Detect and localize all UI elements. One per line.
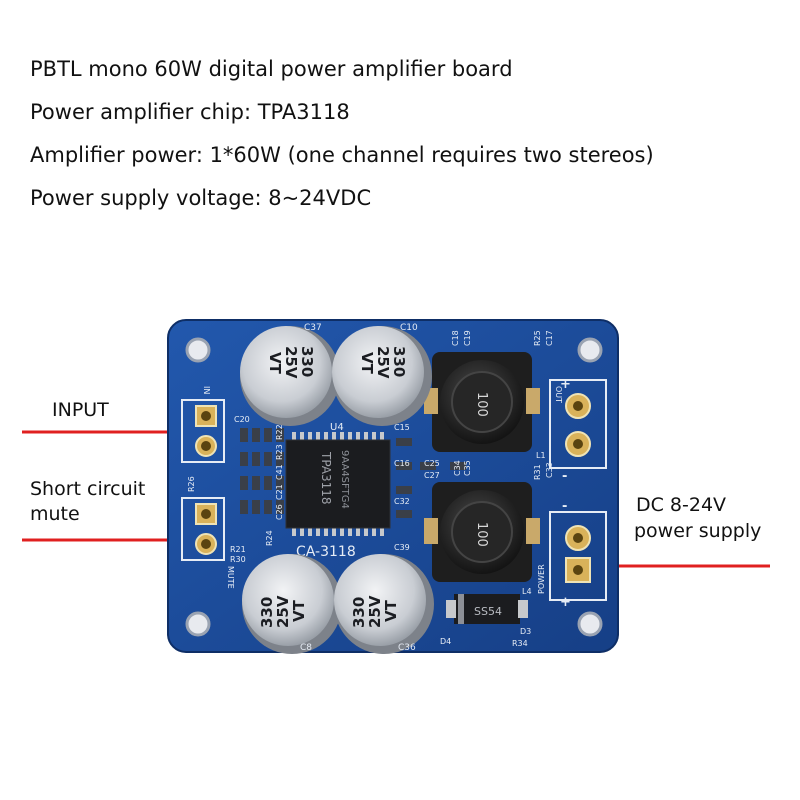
diode-marking: SS54 — [474, 605, 502, 618]
plus-sign-power: + — [560, 595, 571, 610]
cap-voltage: 25V — [282, 346, 300, 379]
chip-code-text: 9AA4SFTG4 — [339, 450, 350, 509]
cap-series: VT — [382, 599, 400, 622]
silk-c20: C20 — [234, 415, 250, 424]
cap-series: VT — [358, 352, 376, 375]
silk-in: IN — [202, 386, 211, 394]
cap-value: 330 — [350, 597, 368, 628]
silk-r24: R24 — [265, 530, 274, 546]
silk-c15: C15 — [394, 423, 410, 432]
output-inductor — [424, 352, 540, 452]
output-terminal[interactable] — [549, 379, 607, 469]
mute-label-line1: Short circuit — [30, 478, 146, 500]
silk-l4: L4 — [522, 587, 532, 596]
capacitor-bottom-left — [242, 554, 342, 654]
capacitor-top-right — [332, 326, 432, 426]
silk-c16: C16 — [394, 459, 410, 468]
silk-r21: R21 — [230, 545, 246, 554]
input-label: INPUT — [52, 399, 109, 421]
cap-voltage: 25V — [374, 346, 392, 379]
silk-c27: C27 — [424, 471, 440, 480]
silk-c34: C34 — [453, 460, 462, 476]
silk-d3: D3 — [520, 627, 531, 636]
spec-title: PBTL mono 60W digital power amplifier bo… — [30, 57, 513, 81]
power-label-line1: DC 8-24V — [636, 494, 727, 516]
silk-c26: C26 — [275, 504, 284, 520]
silk-r31: R31 — [533, 464, 542, 480]
cap-ref-c36: C36 — [398, 643, 416, 653]
inductor-value-top: 100 — [474, 392, 489, 417]
silk-c17: C17 — [545, 330, 554, 346]
silk-c41: C41 — [275, 464, 284, 480]
silk-c18: C18 — [451, 330, 460, 346]
cap-voltage: 25V — [274, 595, 292, 628]
cap-value: 330 — [298, 346, 316, 377]
inductor-value-bottom: 100 — [474, 522, 489, 547]
silk-r34: R34 — [512, 639, 528, 648]
spec-power: Amplifier power: 1*60W (one channel requ… — [30, 143, 654, 167]
smd-components — [240, 428, 466, 518]
silk-c35: C35 — [463, 460, 472, 476]
silk-c19: C19 — [463, 330, 472, 346]
silk-r23: R23 — [275, 444, 284, 460]
schottky-diode — [446, 594, 528, 624]
capacitor-top-left — [240, 326, 340, 426]
cap-voltage: 25V — [366, 595, 384, 628]
cap-ref-c37: C37 — [304, 323, 322, 333]
silk-d4: D4 — [440, 637, 451, 646]
power-terminal[interactable] — [549, 511, 607, 601]
power-inductor — [424, 482, 540, 582]
chip-ref: U4 — [330, 422, 344, 433]
minus-sign-power: - — [562, 499, 567, 514]
silk-power: POWER — [537, 564, 546, 594]
mute-header[interactable] — [181, 497, 225, 561]
silk-r22: R22 — [275, 424, 284, 440]
cap-value: 330 — [390, 346, 408, 377]
power-label-line2: power supply — [634, 520, 762, 542]
silk-c39: C39 — [394, 543, 410, 552]
cap-ref-c10: C10 — [400, 323, 418, 333]
chip-marking: TPA3118 — [319, 451, 333, 505]
cap-value: 330 — [258, 597, 276, 628]
mute-label-line2: mute — [30, 503, 80, 525]
board-model: CA-3118 — [296, 544, 356, 560]
silk-c21: C21 — [275, 484, 284, 500]
spec-chip: Power amplifier chip: TPA3118 — [30, 100, 350, 124]
silk-r26: R26 — [187, 476, 196, 492]
plus-sign-out: + — [560, 377, 571, 392]
cap-ref-c8: C8 — [300, 643, 312, 653]
silk-c33: C33 — [545, 462, 554, 478]
silk-out: OUT — [554, 386, 563, 403]
cap-series: VT — [290, 599, 308, 622]
input-header[interactable] — [181, 399, 225, 463]
spec-voltage: Power supply voltage: 8~24VDC — [30, 186, 372, 210]
cap-series: VT — [266, 352, 284, 375]
silk-c32: C32 — [394, 497, 410, 506]
silk-r25: R25 — [533, 330, 542, 346]
capacitor-bottom-right — [334, 554, 434, 654]
silk-c25: C25 — [424, 459, 440, 468]
silk-mute: MUTE — [226, 566, 235, 589]
silk-l1: L1 — [536, 451, 546, 460]
minus-sign-out: - — [562, 469, 567, 484]
amplifier-chip — [285, 432, 391, 536]
silk-r30: R30 — [230, 555, 246, 564]
mounting-holes — [185, 337, 603, 637]
